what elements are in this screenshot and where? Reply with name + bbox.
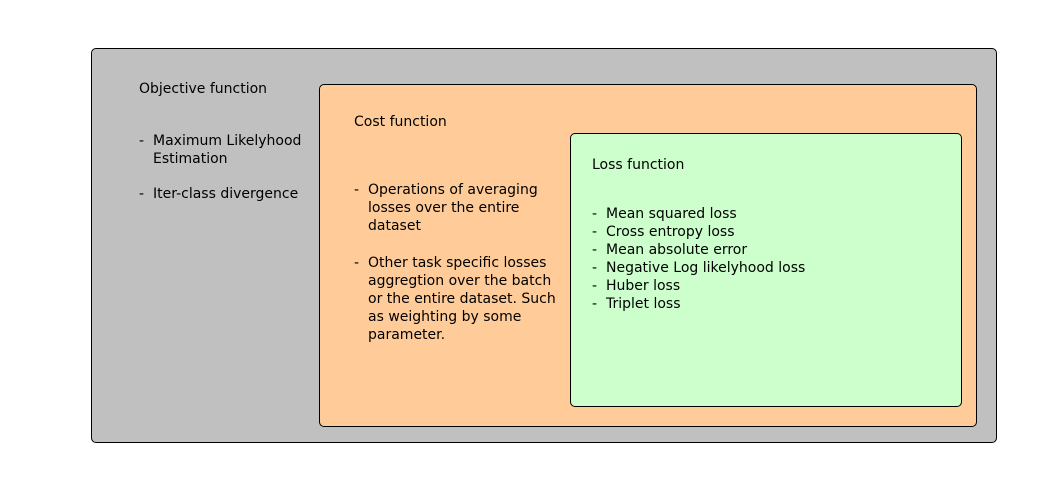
cost-function-list: Operations of averaging losses over the … xyxy=(354,181,566,363)
objective-function-list: Maximum Likelyhood Estimation Iter-class… xyxy=(139,132,319,220)
list-item: Iter-class divergence xyxy=(139,185,319,203)
list-item: Mean squared loss xyxy=(592,205,952,223)
list-item: Triplet loss xyxy=(592,295,952,313)
list-item: Other task specific losses aggregtion ov… xyxy=(354,254,566,344)
list-item: Mean absolute error xyxy=(592,241,952,259)
objective-function-title: Objective function xyxy=(139,81,268,97)
list-item: Cross entropy loss xyxy=(592,223,952,241)
list-item: Maximum Likelyhood Estimation xyxy=(139,132,319,168)
list-item: Operations of averaging losses over the … xyxy=(354,181,566,235)
cost-function-title: Cost function xyxy=(354,114,447,130)
loss-function-title: Loss function xyxy=(592,157,685,173)
list-item: Negative Log likelyhood loss xyxy=(592,259,952,277)
list-item: Huber loss xyxy=(592,277,952,295)
loss-function-list: Mean squared loss Cross entropy loss Mea… xyxy=(592,205,952,313)
